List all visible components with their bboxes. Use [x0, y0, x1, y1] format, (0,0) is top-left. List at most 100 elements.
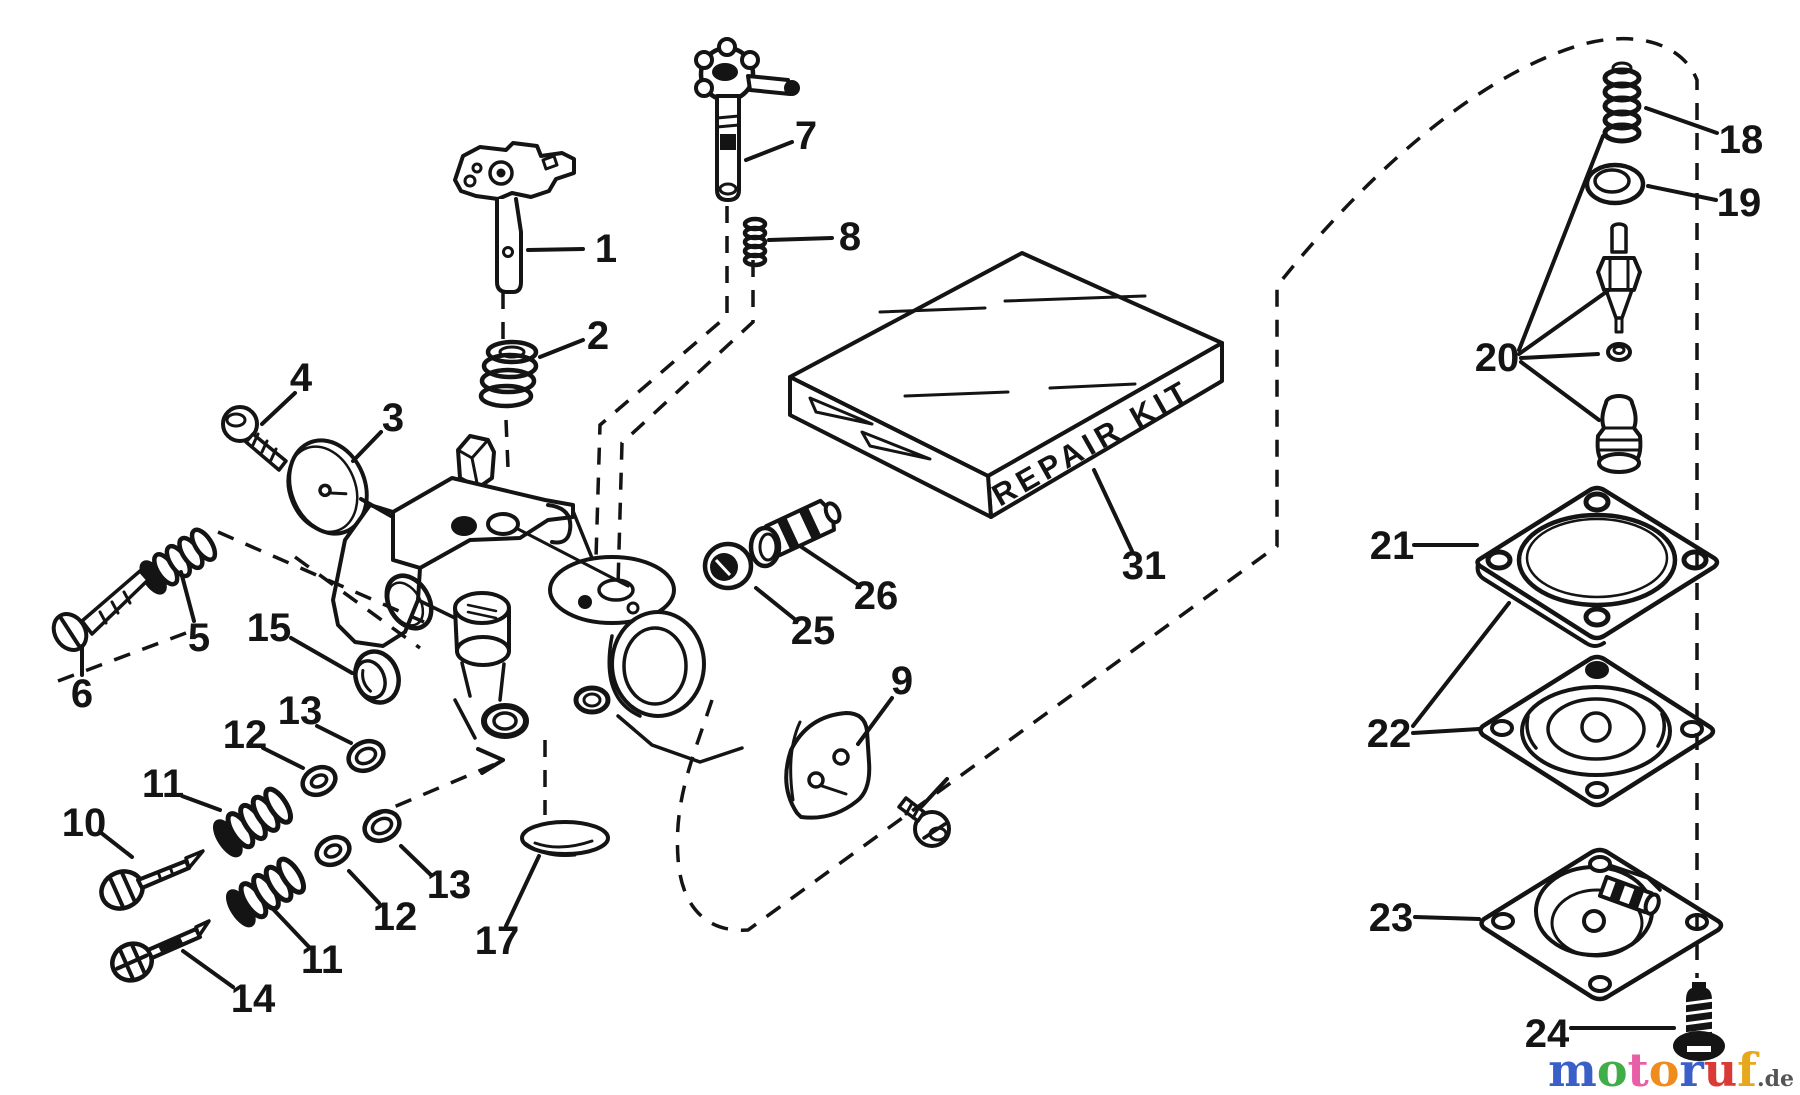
part-4-screw-upper	[221, 405, 288, 472]
part-label-10: 10	[62, 801, 107, 845]
part-label-31: 31	[1122, 544, 1167, 588]
dashed-assembly-line	[504, 419, 510, 469]
part-8-spring	[742, 216, 768, 268]
leader-line	[261, 746, 305, 770]
leader-line	[179, 570, 196, 623]
motoruf-watermark: motoruf.de	[1548, 1047, 1794, 1093]
leader-line	[271, 907, 311, 949]
part-label-20: 20	[1475, 336, 1520, 380]
leader-line	[98, 830, 134, 859]
motoruf-letter: f	[1737, 1043, 1757, 1095]
part-9-shutter-plate	[784, 711, 872, 820]
part-label-25: 25	[791, 609, 836, 653]
part-label-12: 12	[223, 713, 268, 757]
part-label-11: 11	[301, 938, 343, 982]
part-13-oring-upper	[346, 738, 386, 774]
leader-line	[767, 236, 834, 242]
part-20-inlet-needle-group	[1595, 222, 1643, 474]
leader-line	[1411, 727, 1481, 735]
body-mount-ears	[481, 685, 611, 739]
part-25-bushing	[702, 541, 754, 591]
part-18-spring	[1602, 61, 1642, 144]
leader-line	[504, 854, 541, 928]
part-17-welch-plug	[520, 820, 610, 857]
part-label-15: 15	[247, 606, 292, 650]
part-label-22: 22	[1367, 712, 1412, 756]
part-21-gasket	[1475, 485, 1720, 648]
leader-line	[1519, 352, 1600, 360]
part-label-9: 9	[891, 659, 913, 703]
leader-line	[1092, 468, 1134, 553]
part-label-5: 5	[188, 616, 210, 660]
leader-line	[260, 391, 297, 426]
part-label-12: 12	[373, 895, 418, 939]
leader-line	[1519, 360, 1601, 422]
leader-line	[1644, 106, 1719, 135]
dashed-assembly-line	[57, 631, 187, 683]
dashed-assembly-line	[616, 260, 755, 586]
repair-kit-box: REPAIR KIT	[788, 251, 1224, 519]
assembly-dashed-lines	[57, 36, 1699, 978]
part-label-23: 23	[1369, 896, 1414, 940]
motoruf-letter: r	[1679, 1043, 1704, 1095]
leader-line	[351, 430, 383, 463]
dashed-assembly-line	[594, 206, 729, 559]
part-label-19: 19	[1717, 181, 1762, 225]
leader-line	[920, 777, 949, 808]
part-5-spring	[139, 527, 218, 595]
leader-line	[180, 794, 222, 812]
part-12-washer-upper	[300, 764, 338, 798]
leader-line	[476, 747, 505, 762]
part-label-7: 7	[795, 114, 817, 158]
part-10-needle-screw	[99, 849, 205, 911]
part-label-3: 3	[382, 396, 404, 440]
motoruf-letter: o	[1648, 1043, 1680, 1095]
motoruf-letter: m	[1548, 1043, 1597, 1095]
leader-line	[181, 949, 235, 989]
part-number-labels: 1234567891011121313121114151718192021222…	[62, 114, 1764, 1056]
leader-line	[744, 140, 794, 162]
leader-line	[538, 338, 585, 359]
part-23-cover-plate	[1479, 847, 1724, 1002]
part-11-spring-upper	[213, 786, 293, 858]
leader-line	[526, 247, 585, 252]
motoruf-letter: u	[1703, 1043, 1738, 1095]
part-label-4: 4	[290, 356, 313, 400]
part-7-choke-shaft	[694, 37, 800, 202]
dashed-assembly-line	[675, 36, 1699, 978]
part-label-17: 17	[475, 919, 520, 963]
dashed-assembly-line	[293, 555, 422, 650]
motoruf-letter: o	[1596, 1043, 1628, 1095]
part-label-24: 24	[1525, 1012, 1570, 1056]
part-19-washer	[1584, 162, 1646, 206]
leader-line	[1517, 288, 1611, 356]
leader-line	[798, 544, 859, 586]
leader-line	[480, 758, 505, 775]
part-15-cup-plug	[353, 649, 401, 705]
part-6-screw	[51, 569, 150, 652]
motoruf-wordmark: motoruf	[1548, 1043, 1757, 1095]
part-2-spring	[478, 339, 539, 409]
leader-line	[1646, 184, 1718, 202]
part-label-13: 13	[427, 863, 472, 907]
callout-leader-lines	[80, 106, 1719, 1030]
leader-line	[359, 497, 393, 518]
part-label-13: 13	[278, 689, 323, 733]
leader-line	[856, 696, 894, 746]
part-label-18: 18	[1719, 118, 1764, 162]
part-label-11: 11	[142, 762, 184, 806]
part-label-1: 1	[595, 227, 617, 271]
dashed-assembly-line	[367, 760, 501, 820]
leader-line	[1517, 134, 1605, 352]
part-label-6: 6	[71, 672, 93, 716]
part-label-26: 26	[854, 574, 899, 618]
part-label-21: 21	[1370, 524, 1415, 568]
motoruf-letter: t	[1627, 1043, 1649, 1095]
leader-line	[315, 724, 353, 745]
leader-line	[399, 844, 433, 877]
part-11-spring-lower	[226, 856, 306, 928]
part-3-shutter-disc	[286, 438, 369, 536]
part-12-washer-lower	[314, 834, 352, 868]
leader-line	[754, 586, 799, 623]
